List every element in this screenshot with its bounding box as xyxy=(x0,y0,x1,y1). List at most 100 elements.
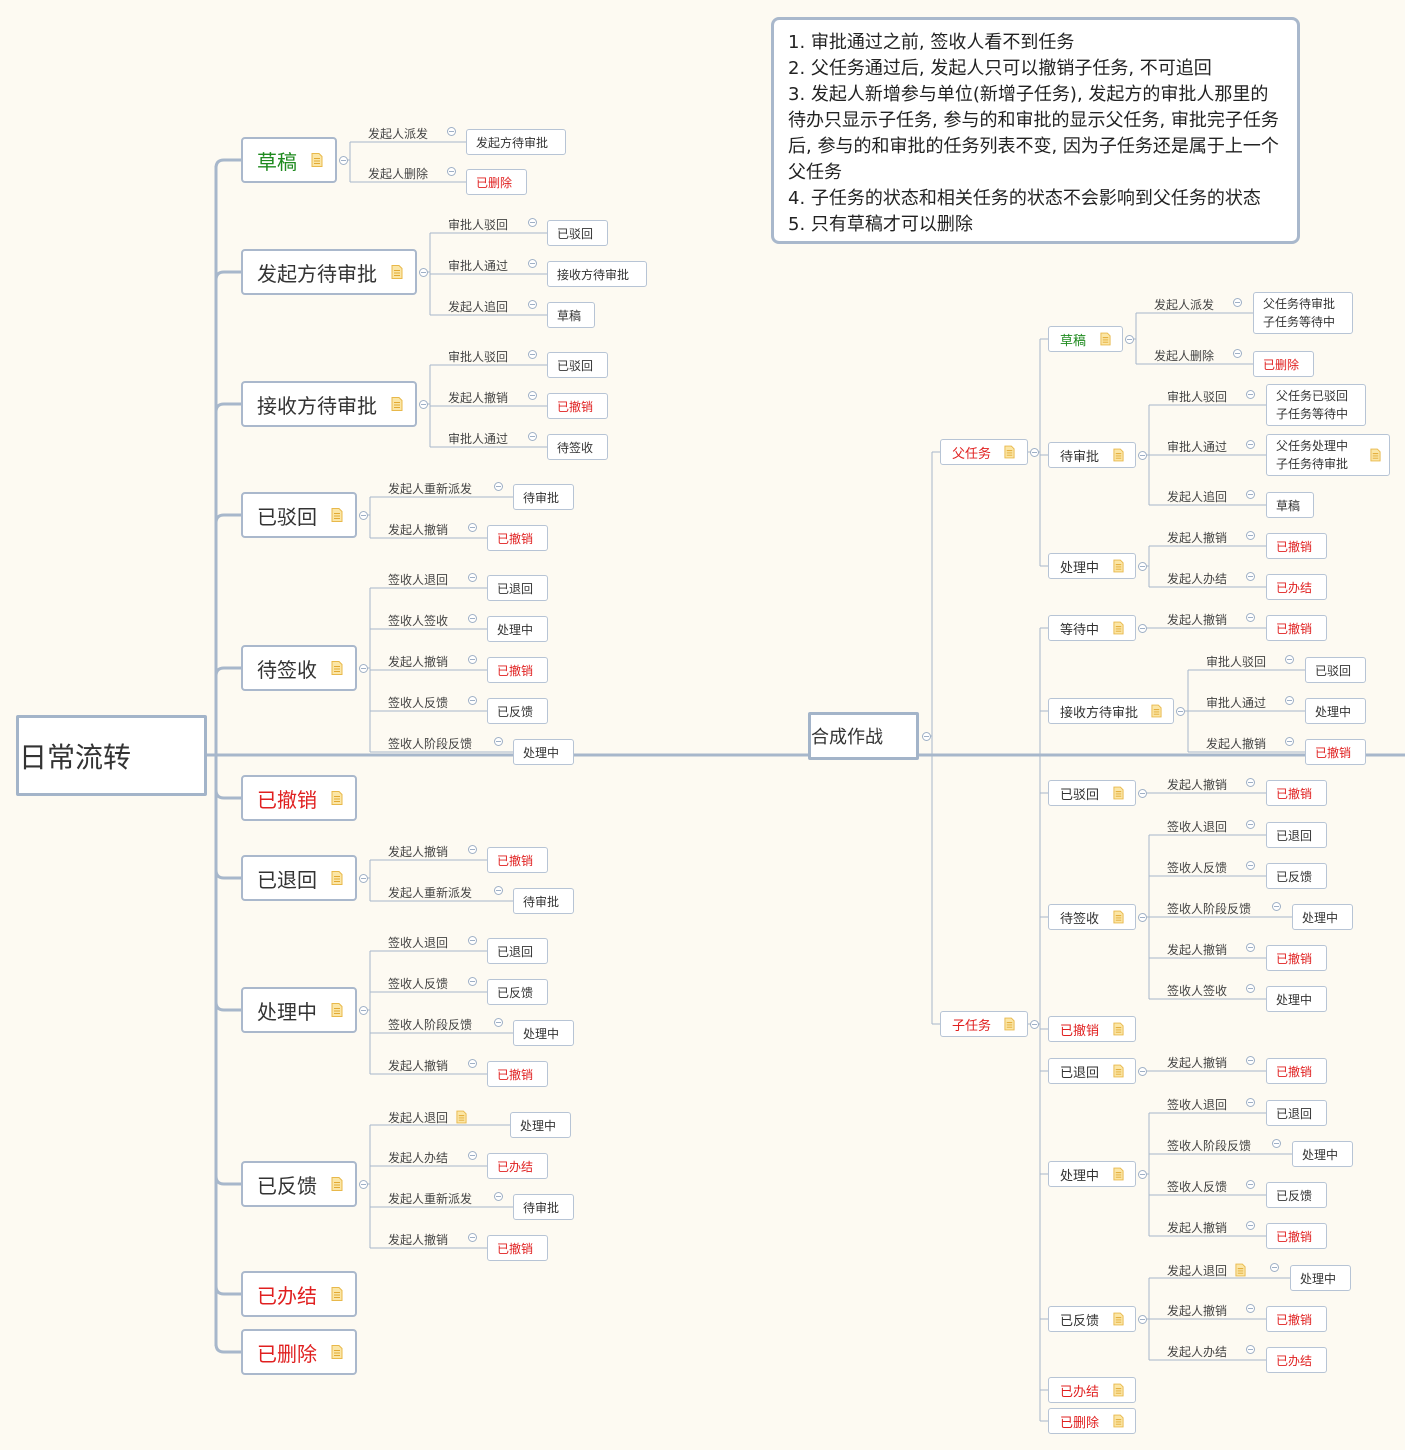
collapse-toggle[interactable] xyxy=(358,873,368,883)
target-node[interactable]: 已撤销 xyxy=(487,1061,548,1087)
collapse-toggle[interactable] xyxy=(1245,1344,1255,1354)
collapse-toggle[interactable] xyxy=(1137,1066,1147,1076)
state-node[interactable]: 已反馈 xyxy=(241,1161,357,1207)
target-node[interactable]: 处理中 xyxy=(1305,698,1366,724)
collapse-toggle[interactable] xyxy=(1245,983,1255,993)
state-node[interactable]: 已办结 xyxy=(1048,1377,1136,1403)
collapse-toggle[interactable] xyxy=(358,1179,368,1189)
state-node[interactable]: 等待中 xyxy=(1048,615,1136,641)
collapse-toggle[interactable] xyxy=(467,1058,477,1068)
root-node[interactable]: 日常流转 xyxy=(16,715,207,796)
collapse-toggle[interactable] xyxy=(1232,297,1242,307)
state-node[interactable]: 已删除 xyxy=(241,1329,357,1375)
collapse-toggle[interactable] xyxy=(1175,706,1185,716)
target-node[interactable]: 已撤销 xyxy=(487,1235,548,1261)
collapse-toggle[interactable] xyxy=(1284,695,1294,705)
collapse-toggle[interactable] xyxy=(1137,912,1147,922)
state-node[interactable]: 处理中 xyxy=(241,987,357,1033)
collapse-toggle[interactable] xyxy=(467,976,477,986)
collapse-toggle[interactable] xyxy=(1245,530,1255,540)
collapse-toggle[interactable] xyxy=(527,431,537,441)
target-node[interactable]: 草稿 xyxy=(1266,492,1314,518)
collapse-toggle[interactable] xyxy=(1284,654,1294,664)
collapse-toggle[interactable] xyxy=(1271,901,1281,911)
target-node[interactable]: 处理中 xyxy=(1292,1141,1353,1167)
collapse-toggle[interactable] xyxy=(358,1005,368,1015)
collapse-toggle[interactable] xyxy=(418,267,428,277)
target-node[interactable]: 草稿 xyxy=(547,302,595,328)
target-node[interactable]: 待签收 xyxy=(547,434,608,460)
target-node[interactable]: 已退回 xyxy=(1266,822,1327,848)
collapse-toggle[interactable] xyxy=(527,299,537,309)
collapse-toggle[interactable] xyxy=(921,731,931,741)
target-node[interactable]: 处理中 xyxy=(1290,1265,1351,1291)
target-node[interactable]: 已删除 xyxy=(466,169,527,195)
state-node[interactable]: 已驳回 xyxy=(1048,780,1136,806)
collapse-toggle[interactable] xyxy=(1245,942,1255,952)
collapse-toggle[interactable] xyxy=(527,390,537,400)
collapse-toggle[interactable] xyxy=(1245,860,1255,870)
collapse-toggle[interactable] xyxy=(1245,1220,1255,1230)
root-node[interactable]: 合成作战 xyxy=(808,712,919,760)
target-node[interactable]: 已办结 xyxy=(1266,1347,1327,1373)
collapse-toggle[interactable] xyxy=(1137,1169,1147,1179)
collapse-toggle[interactable] xyxy=(338,155,348,165)
target-node[interactable]: 父任务待审批 子任务等待中 xyxy=(1253,292,1353,334)
collapse-toggle[interactable] xyxy=(493,736,503,746)
state-node[interactable]: 已撤销 xyxy=(1048,1016,1136,1042)
target-node[interactable]: 已撤销 xyxy=(1266,1223,1327,1249)
collapse-toggle[interactable] xyxy=(527,217,537,227)
target-node[interactable]: 父任务已驳回 子任务等待中 xyxy=(1266,384,1366,426)
target-node[interactable]: 处理中 xyxy=(513,1020,574,1046)
state-node[interactable]: 处理中 xyxy=(1048,553,1136,579)
collapse-toggle[interactable] xyxy=(1029,447,1039,457)
collapse-toggle[interactable] xyxy=(467,695,477,705)
target-node[interactable]: 已撤销 xyxy=(487,525,548,551)
collapse-toggle[interactable] xyxy=(1137,1314,1147,1324)
collapse-toggle[interactable] xyxy=(1245,1303,1255,1313)
target-node[interactable]: 已反馈 xyxy=(487,698,548,724)
collapse-toggle[interactable] xyxy=(1245,1097,1255,1107)
state-node[interactable]: 待签收 xyxy=(1048,904,1136,930)
target-node[interactable]: 已删除 xyxy=(1253,351,1314,377)
collapse-toggle[interactable] xyxy=(467,1232,477,1242)
state-node[interactable]: 接收方待审批 xyxy=(1048,698,1174,724)
target-node[interactable]: 处理中 xyxy=(1266,986,1327,1012)
target-node[interactable]: 已撤销 xyxy=(1266,945,1327,971)
group-node[interactable]: 子任务 xyxy=(940,1011,1028,1037)
target-node[interactable]: 已撤销 xyxy=(487,847,548,873)
target-node[interactable]: 已撤销 xyxy=(547,393,608,419)
collapse-toggle[interactable] xyxy=(1124,334,1134,344)
collapse-toggle[interactable] xyxy=(446,126,456,136)
state-node[interactable]: 已退回 xyxy=(1048,1058,1136,1084)
target-node[interactable]: 已反馈 xyxy=(1266,863,1327,889)
target-node[interactable]: 处理中 xyxy=(1292,904,1353,930)
target-node[interactable]: 已驳回 xyxy=(547,220,608,246)
target-node[interactable]: 已办结 xyxy=(1266,574,1327,600)
state-node[interactable]: 已删除 xyxy=(1048,1408,1136,1434)
collapse-toggle[interactable] xyxy=(1245,1179,1255,1189)
collapse-toggle[interactable] xyxy=(467,654,477,664)
target-node[interactable]: 已撤销 xyxy=(1266,1306,1327,1332)
collapse-toggle[interactable] xyxy=(358,510,368,520)
target-node[interactable]: 已撤销 xyxy=(1266,780,1327,806)
target-node[interactable]: 接收方待审批 xyxy=(547,261,647,287)
state-node[interactable]: 接收方待审批 xyxy=(241,381,417,427)
target-node[interactable]: 已办结 xyxy=(487,1153,548,1179)
target-node[interactable]: 已反馈 xyxy=(1266,1182,1327,1208)
collapse-toggle[interactable] xyxy=(467,935,477,945)
state-node[interactable]: 已反馈 xyxy=(1048,1306,1136,1332)
state-node[interactable]: 已驳回 xyxy=(241,492,357,538)
collapse-toggle[interactable] xyxy=(467,522,477,532)
target-node[interactable]: 已退回 xyxy=(487,575,548,601)
state-node[interactable]: 草稿 xyxy=(241,137,337,183)
collapse-toggle[interactable] xyxy=(493,481,503,491)
collapse-toggle[interactable] xyxy=(1269,1262,1279,1272)
collapse-toggle[interactable] xyxy=(493,1191,503,1201)
collapse-toggle[interactable] xyxy=(1271,1138,1281,1148)
state-node[interactable]: 处理中 xyxy=(1048,1161,1136,1187)
target-node[interactable]: 已反馈 xyxy=(487,979,548,1005)
target-node[interactable]: 已撤销 xyxy=(487,657,548,683)
target-node[interactable]: 待审批 xyxy=(513,888,574,914)
collapse-toggle[interactable] xyxy=(1284,736,1294,746)
